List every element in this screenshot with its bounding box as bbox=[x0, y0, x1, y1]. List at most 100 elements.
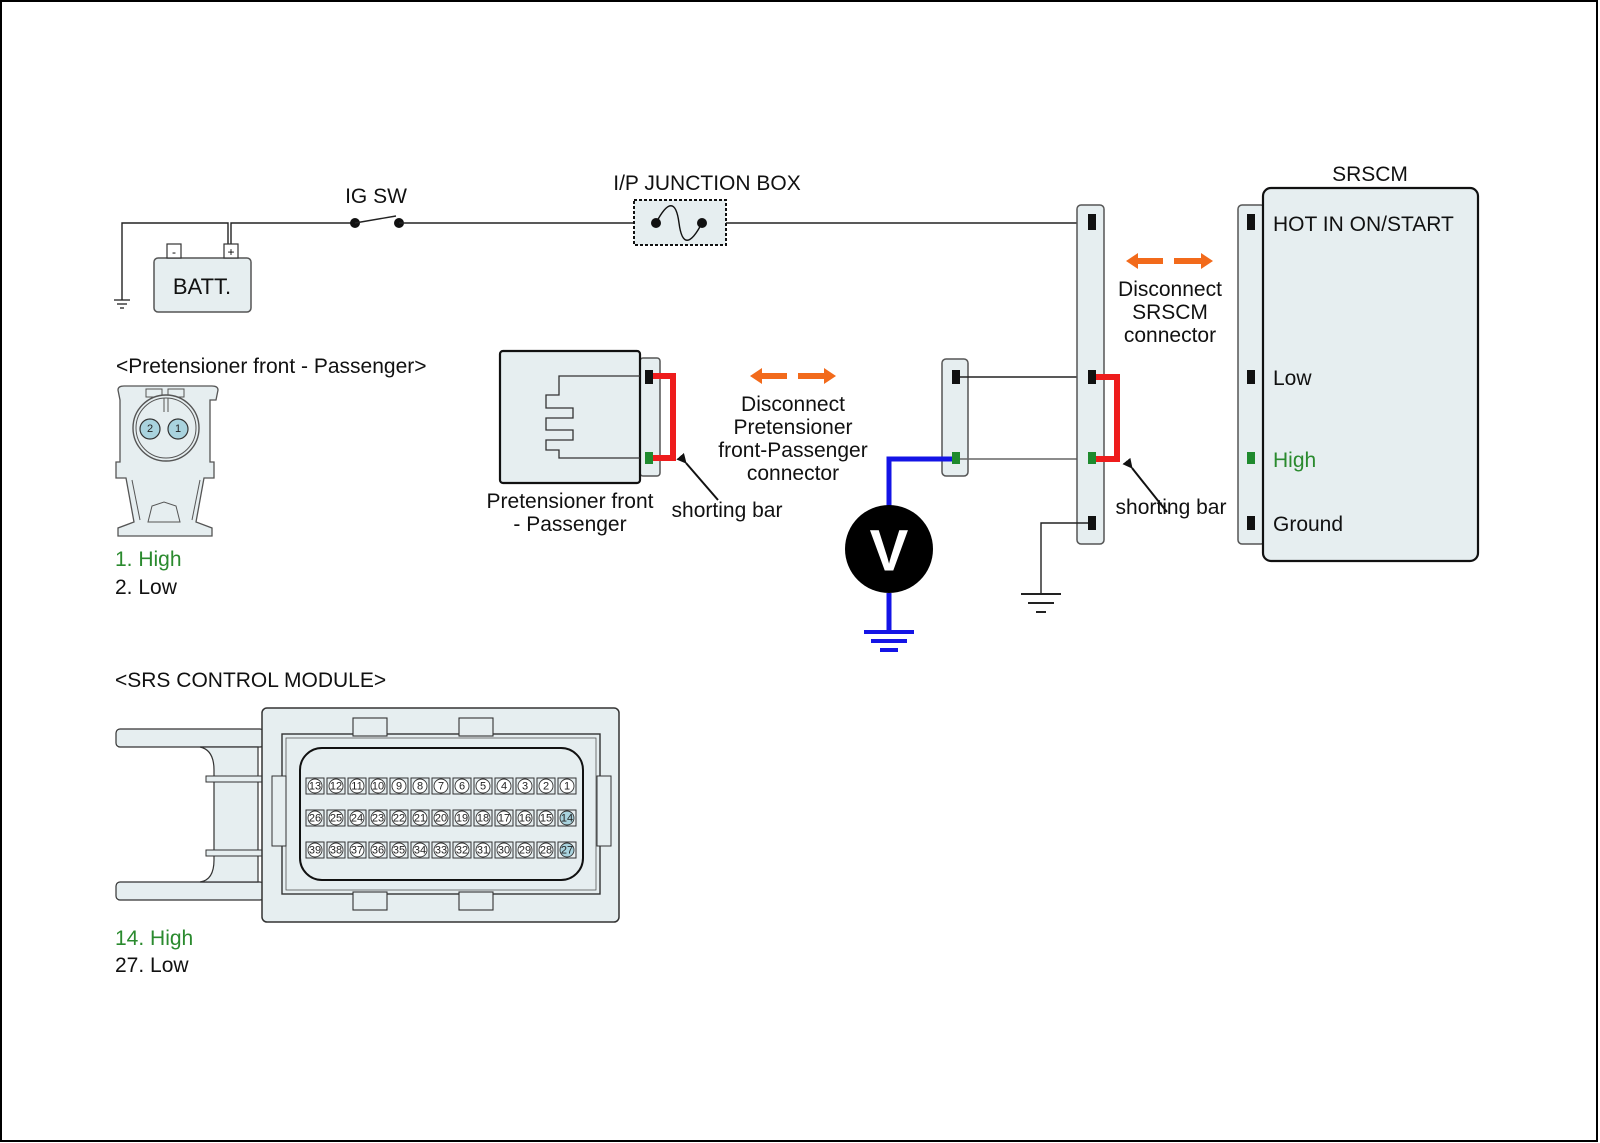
srs-pin: 25 bbox=[326, 809, 346, 827]
srs-pin: 28 bbox=[536, 841, 556, 859]
pretensioner-low-pin bbox=[645, 370, 653, 384]
srscm-pin-low bbox=[1247, 370, 1255, 384]
srs-pin: 2 bbox=[536, 777, 556, 795]
srs-pin: 5 bbox=[473, 777, 493, 795]
srs-pin-number: 25 bbox=[330, 813, 342, 825]
battery-ground-wire bbox=[121, 222, 229, 300]
srs-pin-legend-high: 14. High bbox=[115, 927, 193, 950]
srs-pin-number: 39 bbox=[309, 845, 321, 857]
srs-pin: 12 bbox=[326, 777, 346, 795]
srscm-title: SRSCM bbox=[1332, 163, 1408, 186]
srscm-terminal-label: High bbox=[1273, 449, 1316, 472]
pretensioner-high-pin bbox=[645, 452, 653, 464]
srs-pin-number: 15 bbox=[540, 813, 552, 825]
junction-box-label: I/P JUNCTION BOX bbox=[613, 172, 800, 195]
pretensioner-disconnect-label: connector bbox=[747, 462, 839, 485]
srs-pin: 31 bbox=[473, 841, 493, 859]
srs-pin-number: 27 bbox=[561, 845, 573, 857]
srs-pin-number: 24 bbox=[351, 813, 363, 825]
power-circuit: - + BATT. IG SW I/P JUNCTION BOX bbox=[114, 172, 1092, 313]
pretensioner-squib-icon bbox=[545, 375, 640, 459]
voltmeter-ground-icon bbox=[864, 630, 914, 652]
srscm-shorting-bar-label: shorting bar bbox=[1116, 496, 1227, 519]
srs-pin-number: 12 bbox=[330, 781, 342, 793]
shorting-bar-arrow-icon bbox=[1122, 457, 1168, 513]
srs-pin: 9 bbox=[389, 777, 409, 795]
srs-pin: 6 bbox=[452, 777, 472, 795]
srs-pin-number: 7 bbox=[438, 781, 444, 793]
srs-pin: 26 bbox=[305, 809, 325, 827]
srs-pin: 4 bbox=[494, 777, 514, 795]
srscm-disconnect-label: SRSCM bbox=[1132, 301, 1208, 324]
srscm-body bbox=[1261, 186, 1480, 563]
harness-pin-low bbox=[1088, 370, 1096, 384]
battery-neg-sign: - bbox=[172, 245, 176, 259]
srs-pin: 34 bbox=[410, 841, 430, 859]
voltmeter[interactable]: V bbox=[845, 456, 952, 652]
srs-pin: 3 bbox=[515, 777, 535, 795]
pretensioner-pin: 2 bbox=[139, 418, 161, 440]
srs-pin-legend-low: 27. Low bbox=[115, 954, 189, 977]
srs-pin-number: 19 bbox=[456, 813, 468, 825]
srs-pin-number: 36 bbox=[372, 845, 384, 857]
srs-pin-number: 28 bbox=[540, 845, 552, 857]
srs-pin: 13 bbox=[305, 777, 325, 795]
srs-pin: 24 bbox=[347, 809, 367, 827]
fuse-icon bbox=[655, 205, 703, 241]
pretensioner-disconnect-label: Pretensioner bbox=[733, 416, 852, 439]
pretensioner-connector-face: 2 1 bbox=[115, 385, 219, 537]
srs-pin-number: 9 bbox=[396, 781, 402, 793]
srs-pin-number: 22 bbox=[393, 813, 405, 825]
srs-pin: 35 bbox=[389, 841, 409, 859]
battery: - + BATT. bbox=[153, 243, 252, 313]
srs-pin-number: 17 bbox=[498, 813, 510, 825]
srs-pin-number: 1 bbox=[564, 781, 570, 793]
srs-pin: 33 bbox=[431, 841, 451, 859]
srs-pin: 20 bbox=[431, 809, 451, 827]
srs-pin: 15 bbox=[536, 809, 556, 827]
pin-legend-low: 2. Low bbox=[115, 576, 178, 599]
srs-pin: 10 bbox=[368, 777, 388, 795]
srs-pin: 29 bbox=[515, 841, 535, 859]
ig-switch-label: IG SW bbox=[345, 185, 407, 208]
srs-pin-number: 38 bbox=[330, 845, 342, 857]
srs-pin: 37 bbox=[347, 841, 367, 859]
srs-pin: 14 bbox=[557, 809, 577, 827]
srs-pin-number: 33 bbox=[435, 845, 447, 857]
srs-pin: 22 bbox=[389, 809, 409, 827]
svg-text:2: 2 bbox=[147, 423, 153, 435]
pretensioner-label-line2: - Passenger bbox=[513, 513, 626, 536]
srs-pin-number: 21 bbox=[414, 813, 426, 825]
srs-pin-number: 30 bbox=[498, 845, 510, 857]
srs-pin-number: 13 bbox=[309, 781, 321, 793]
harness-pin-hot bbox=[1088, 214, 1096, 230]
srscm-disconnect-label: Disconnect bbox=[1118, 278, 1222, 301]
voltmeter-icon bbox=[845, 505, 933, 593]
srs-pin-number: 26 bbox=[309, 813, 321, 825]
harness-pin-ground bbox=[1088, 516, 1096, 530]
srscm-terminal-label: Low bbox=[1273, 367, 1312, 390]
srs-pin: 16 bbox=[515, 809, 535, 827]
pretensioner-shorting-bar-label: shorting bar bbox=[672, 499, 783, 522]
pretensioner-disconnect-label: Disconnect bbox=[741, 393, 845, 416]
shorting-bar-arrow-icon bbox=[676, 452, 719, 501]
pin-legend-high: 1. High bbox=[115, 548, 182, 571]
srs-pin-number: 29 bbox=[519, 845, 531, 857]
voltmeter-positive-lead bbox=[886, 456, 952, 508]
srs-pin: 19 bbox=[452, 809, 472, 827]
srs-pin: 11 bbox=[347, 777, 367, 795]
srscm-terminal-label: HOT IN ON/START bbox=[1273, 213, 1454, 236]
srscm-pin-ground bbox=[1247, 516, 1255, 530]
svg-text:1: 1 bbox=[175, 423, 181, 435]
pretensioner-disconnect-label: front-Passenger bbox=[718, 439, 867, 462]
pretensioner-shorting-bar bbox=[653, 373, 676, 461]
srs-pin-number: 16 bbox=[519, 813, 531, 825]
srs-pin-number: 34 bbox=[414, 845, 426, 857]
disconnect-arrow-icon bbox=[750, 368, 836, 384]
srs-pin-number: 4 bbox=[501, 781, 507, 793]
srs-pin-number: 6 bbox=[459, 781, 465, 793]
srs-pin-number: 14 bbox=[561, 813, 573, 825]
pretensioner-view-title: <Pretensioner front - Passenger> bbox=[116, 355, 427, 378]
